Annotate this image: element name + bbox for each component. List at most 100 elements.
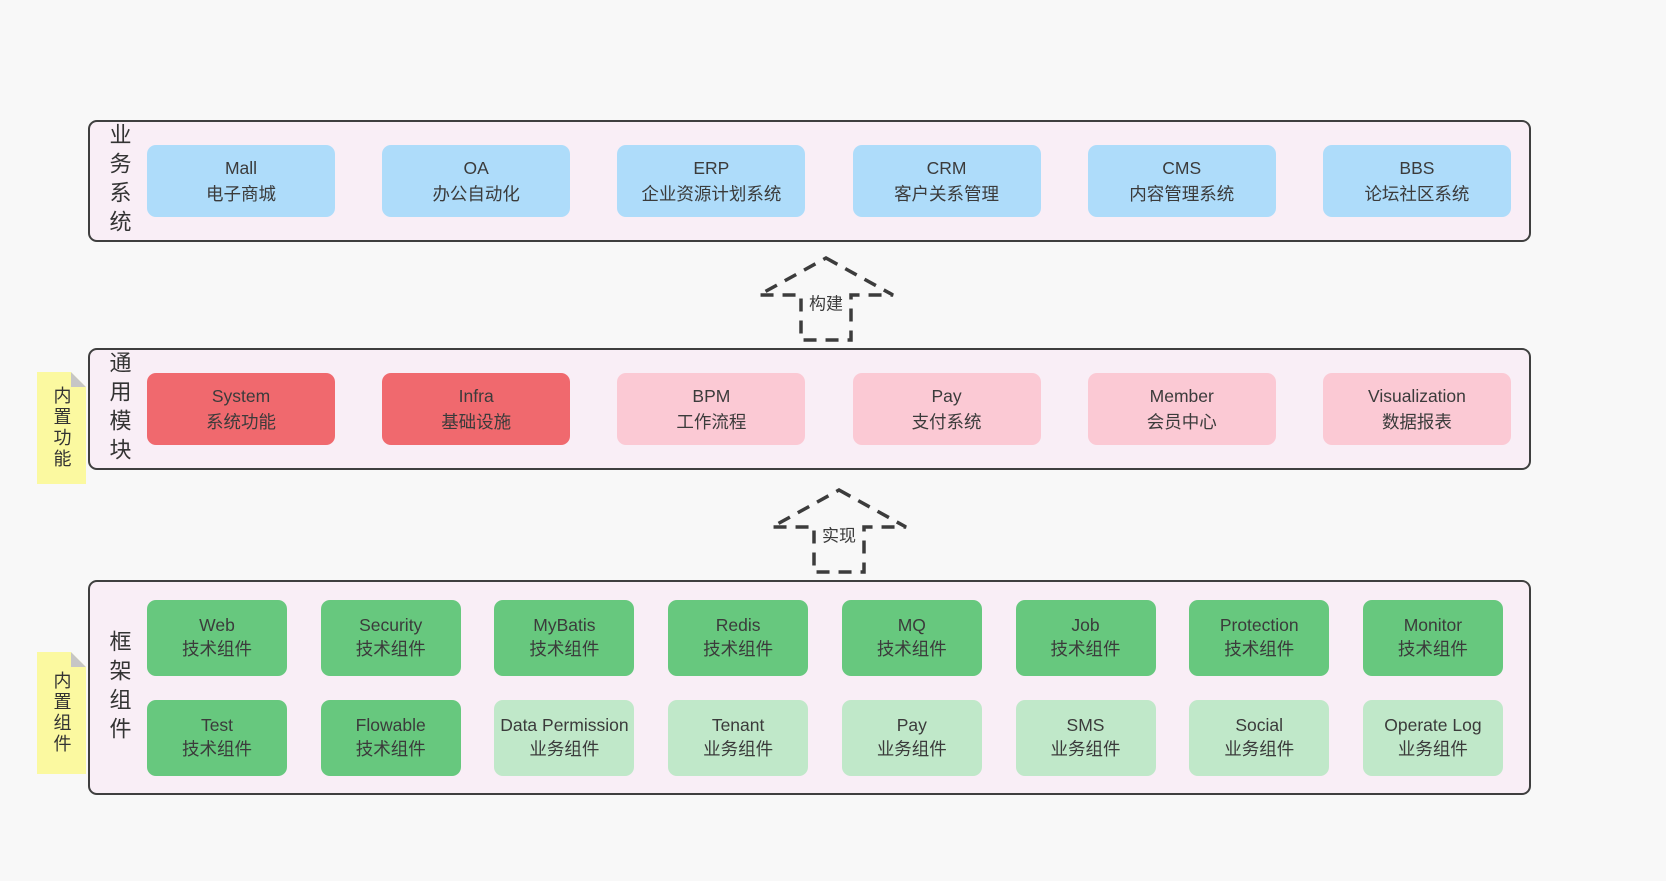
box-subtitle: 技术组件 [703,638,774,659]
box-subtitle: 电子商城 [206,184,276,204]
box-member: Member 会员中心 [1087,373,1276,445]
box-subtitle: 技术组件 [182,738,252,759]
box-title: Pay [931,385,962,406]
framework-components-band: 框架组件 Web 技术组件 Security 技术组件 MyBatis 技术组件… [88,580,1531,795]
box-title: OA [463,157,489,178]
box-title: SMS [1066,714,1105,735]
box-subtitle: 企业资源计划系统 [641,184,782,204]
box-title: Monitor [1403,614,1463,635]
box-title: Flowable [355,714,426,735]
box-protection: Protection 技术组件 [1189,599,1330,676]
box-subtitle: 技术组件 [1397,638,1468,659]
box-title: Redis [715,614,761,635]
arrow-up-icon [771,488,907,574]
box-title: CMS [1162,157,1202,178]
box-title: Visualization [1367,385,1466,406]
box-flowable: Flowable 技术组件 [320,699,461,776]
box-subtitle: 客户关系管理 [894,184,1000,204]
box-title: Pay [896,714,927,735]
box-erp: ERP 企业资源计划系统 [617,145,806,217]
sticky-note-text: 内置组件 [51,671,72,755]
implement-arrow-label: 实现 [818,520,860,548]
box-subtitle: 技术组件 [1224,638,1295,659]
box-redis: Redis 技术组件 [668,599,809,676]
folded-corner-icon [71,372,86,387]
box-title: System [211,385,271,406]
box-job: Job 技术组件 [1015,599,1156,676]
box-monitor: Monitor 技术组件 [1362,599,1503,676]
box-sms: SMS 业务组件 [1015,699,1156,776]
folded-corner-icon [71,652,86,667]
box-bpm: BPM 工作流程 [617,373,806,445]
box-subtitle: 技术组件 [876,638,947,659]
sticky-note-built-in-features: 内置功能 [37,372,86,484]
business-systems-boxes: Mall 电子商城 OA 办公自动化 ERP 企业资源计划系统 CRM 客户关系… [147,122,1529,240]
band-label-common-modules: 通用模块 [106,351,132,467]
build-arrow: 构建 [756,255,896,343]
box-test: Test 技术组件 [147,699,287,776]
box-subtitle: 技术组件 [355,638,426,659]
box-subtitle: 系统功能 [206,412,276,432]
band-label-framework-components: 框架组件 [106,629,132,746]
box-subtitle: 支付系统 [911,412,982,432]
box-web: Web 技术组件 [147,599,287,676]
box-title: Member [1149,385,1214,406]
framework-components-grid: Web 技术组件 Security 技术组件 MyBatis 技术组件 Redi… [147,582,1529,793]
box-oa: OA 办公自动化 [382,145,571,217]
box-subtitle: 数据报表 [1381,412,1452,432]
box-title: Protection [1219,614,1299,635]
box-cms: CMS 内容管理系统 [1087,145,1276,217]
box-subtitle: 论坛社区系统 [1364,184,1470,204]
sticky-note-built-in-components: 内置组件 [37,652,86,774]
box-subtitle: 业务组件 [703,738,774,759]
box-subtitle: 技术组件 [355,738,426,759]
box-title: BBS [1399,157,1435,178]
common-modules-band: 通用模块 System 系统功能 Infra 基础设施 BPM 工作流程 Pay… [88,348,1531,470]
box-subtitle: 基础设施 [441,412,512,432]
band-label-business-systems: 业务系统 [106,123,132,239]
box-data-permission: Data Permission 业务组件 [494,699,635,776]
box-subtitle: 技术组件 [182,638,252,659]
box-title: Web [199,614,235,635]
box-title: Security [359,614,423,635]
box-title: Tenant [711,714,765,735]
box-infra: Infra 基础设施 [382,373,571,445]
framework-row-2: Test 技术组件 Flowable 技术组件 Data Permission … [147,699,1503,776]
box-title: MQ [897,614,926,635]
box-operate-log: Operate Log 业务组件 [1362,699,1503,776]
box-title: Test [200,714,234,735]
box-subtitle: 业务组件 [1050,738,1121,759]
box-crm: CRM 客户关系管理 [852,145,1041,217]
box-title: MyBatis [533,614,596,635]
box-subtitle: 技术组件 [529,638,600,659]
box-subtitle: 业务组件 [876,738,947,759]
box-subtitle: 业务组件 [1397,738,1468,759]
box-title: BPM [692,385,731,406]
box-subtitle: 办公自动化 [432,184,520,204]
business-systems-band: 业务系统 Mall 电子商城 OA 办公自动化 ERP 企业资源计划系统 CRM… [88,120,1531,242]
box-bbs: BBS 论坛社区系统 [1322,145,1511,217]
box-mybatis: MyBatis 技术组件 [494,599,635,676]
box-system: System 系统功能 [147,373,335,445]
box-pay: Pay 支付系统 [852,373,1041,445]
box-security: Security 技术组件 [320,599,461,676]
build-arrow-label: 构建 [805,288,847,316]
box-mq: MQ 技术组件 [841,599,982,676]
sticky-note-text: 内置功能 [51,386,72,470]
box-tenant: Tenant 业务组件 [668,699,809,776]
common-modules-boxes: System 系统功能 Infra 基础设施 BPM 工作流程 Pay 支付系统… [147,350,1529,468]
box-title: Mall [224,157,258,178]
box-social: Social 业务组件 [1189,699,1330,776]
box-title: Social [1235,714,1284,735]
box-title: Data Permission [500,714,629,735]
implement-arrow: 实现 [769,487,909,575]
box-subtitle: 会员中心 [1146,412,1217,432]
box-title: ERP [693,157,730,178]
box-title: Job [1071,614,1100,635]
box-subtitle: 业务组件 [1224,738,1295,759]
arrow-up-icon [758,256,894,342]
box-title: Infra [458,385,494,406]
framework-row-1: Web 技术组件 Security 技术组件 MyBatis 技术组件 Redi… [147,599,1503,676]
box-subtitle: 内容管理系统 [1129,184,1235,204]
